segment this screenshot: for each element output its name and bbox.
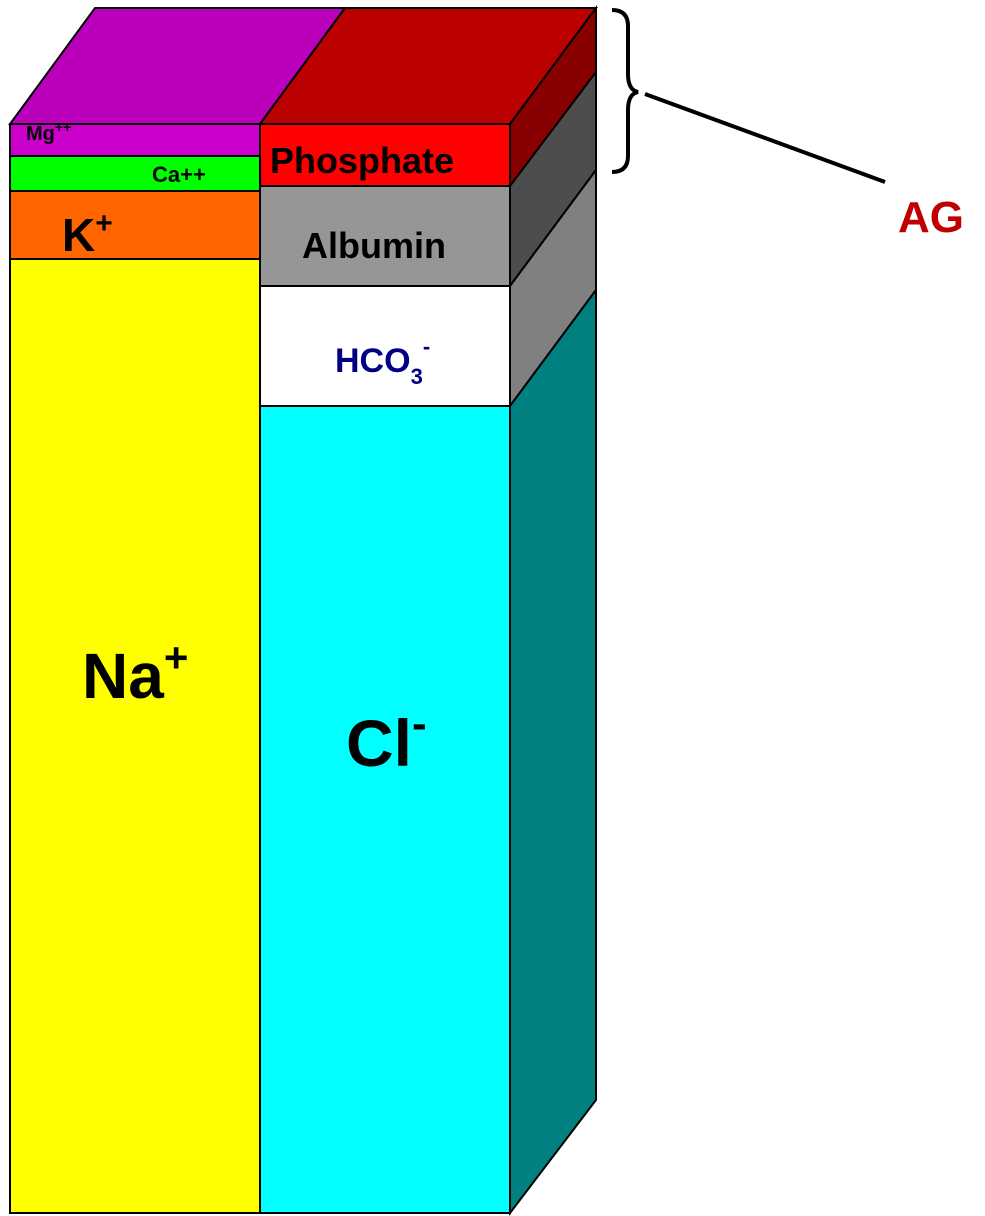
k-segment — [9, 190, 261, 260]
anion-gap-leader-line — [644, 92, 886, 184]
na-label: Na+ — [82, 634, 188, 712]
chloride-label: Cl- — [346, 699, 427, 780]
phosphate-label: Phosphate — [270, 140, 454, 181]
albumin-segment — [259, 185, 511, 287]
albumin-label: Albumin — [302, 225, 446, 266]
chloride-segment — [259, 405, 511, 1214]
bicarbonate-segment — [259, 285, 511, 407]
na-segment — [9, 258, 261, 1214]
bicarbonate-label: HCO3- — [335, 334, 430, 389]
anion-gap-brace — [611, 8, 639, 174]
ca-segment — [9, 155, 261, 192]
anion-gap-label: AG — [898, 193, 964, 242]
ca-label: Ca++ — [152, 162, 206, 187]
k-label: K+ — [62, 207, 113, 261]
mg-segment — [9, 123, 261, 157]
chloride-side-face — [509, 286, 597, 1216]
phosphate-segment — [259, 123, 511, 187]
mg-label: Mg++ — [26, 119, 71, 145]
